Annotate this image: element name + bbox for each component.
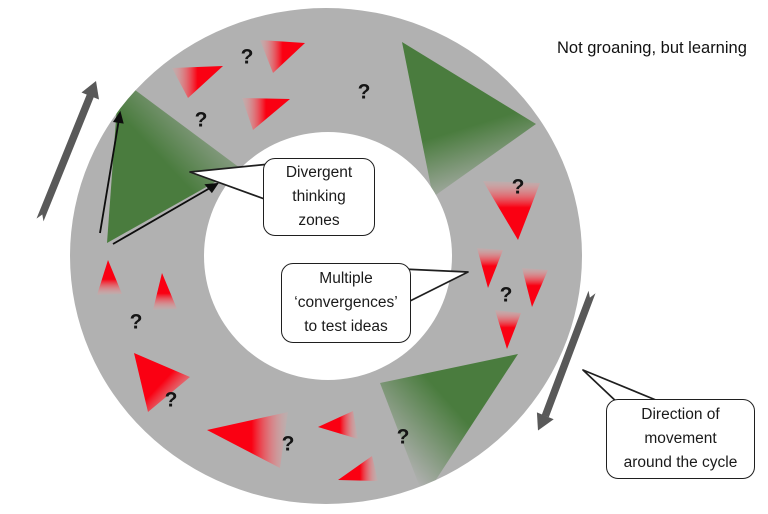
- idea-triangle: [522, 268, 548, 307]
- divergent-callout-line: zones: [298, 212, 340, 229]
- cycle-ring: [70, 8, 582, 504]
- convergence-callout-line: ‘convergences’: [294, 294, 398, 311]
- question-mark: ?: [129, 310, 143, 334]
- convergence-callout-line: to test ideas: [304, 318, 388, 335]
- callout-tails: [189, 163, 669, 406]
- idea-triangle: [483, 181, 540, 240]
- movement-arrowhead-down-right: [536, 412, 554, 431]
- question-mark: ?: [240, 45, 254, 69]
- idea-triangle: [495, 310, 521, 349]
- question-mark: ?: [511, 175, 525, 199]
- direction-callout: Direction of movement around the cycle: [606, 399, 755, 479]
- idea-triangle: [172, 66, 223, 98]
- idea-triangle: [318, 411, 358, 439]
- divergent-callout-line: Divergent: [285, 164, 353, 181]
- question-mark: ?: [164, 388, 178, 412]
- divergent-callout-line: thinking: [292, 188, 346, 205]
- slide-title: Not groaning, but learning: [557, 39, 747, 57]
- idea-triangle: [242, 98, 290, 130]
- question-mark: ?: [194, 108, 208, 132]
- divergent-callout: Divergent thinking zones: [263, 158, 375, 236]
- convergence-callout: Multiple ‘convergences’ to test ideas: [281, 263, 411, 343]
- idea-triangle: [153, 273, 177, 310]
- idea-triangle: [338, 456, 378, 481]
- divergent-wedge-top-right: [402, 42, 536, 197]
- divergent-wedge-bottom-right: [380, 354, 518, 498]
- divergence-arrows: [99, 110, 219, 245]
- idea-triangle: [134, 353, 190, 412]
- divergent-wedge-left: [107, 78, 240, 243]
- question-mark: ?: [396, 425, 410, 449]
- movement-arrows: [36, 81, 596, 431]
- divergence-arrowhead: [204, 182, 219, 194]
- direction-callout-line: Direction of: [641, 406, 720, 423]
- divergence-arrow-line: [99, 118, 120, 234]
- question-mark: ?: [499, 283, 513, 307]
- movement-arrowhead-up-left: [81, 81, 99, 100]
- divergence-arrow-line: [112, 187, 211, 245]
- movement-arrow-up-left: [36, 93, 95, 222]
- question-mark: ?: [357, 80, 371, 104]
- movement-arrow-down-right: [541, 290, 596, 418]
- idea-triangle: [207, 412, 288, 468]
- idea-triangles: [97, 40, 548, 481]
- idea-triangle: [260, 40, 305, 73]
- idea-triangle: [97, 260, 122, 295]
- direction-callout-line: around the cycle: [623, 454, 738, 471]
- direction-callout-line: movement: [644, 430, 717, 447]
- divergent-zones: [107, 42, 536, 498]
- divergence-arrowhead: [112, 110, 124, 124]
- question-mark: ?: [281, 432, 295, 456]
- idea-triangle: [477, 248, 503, 288]
- convergence-callout-line: Multiple: [319, 270, 373, 287]
